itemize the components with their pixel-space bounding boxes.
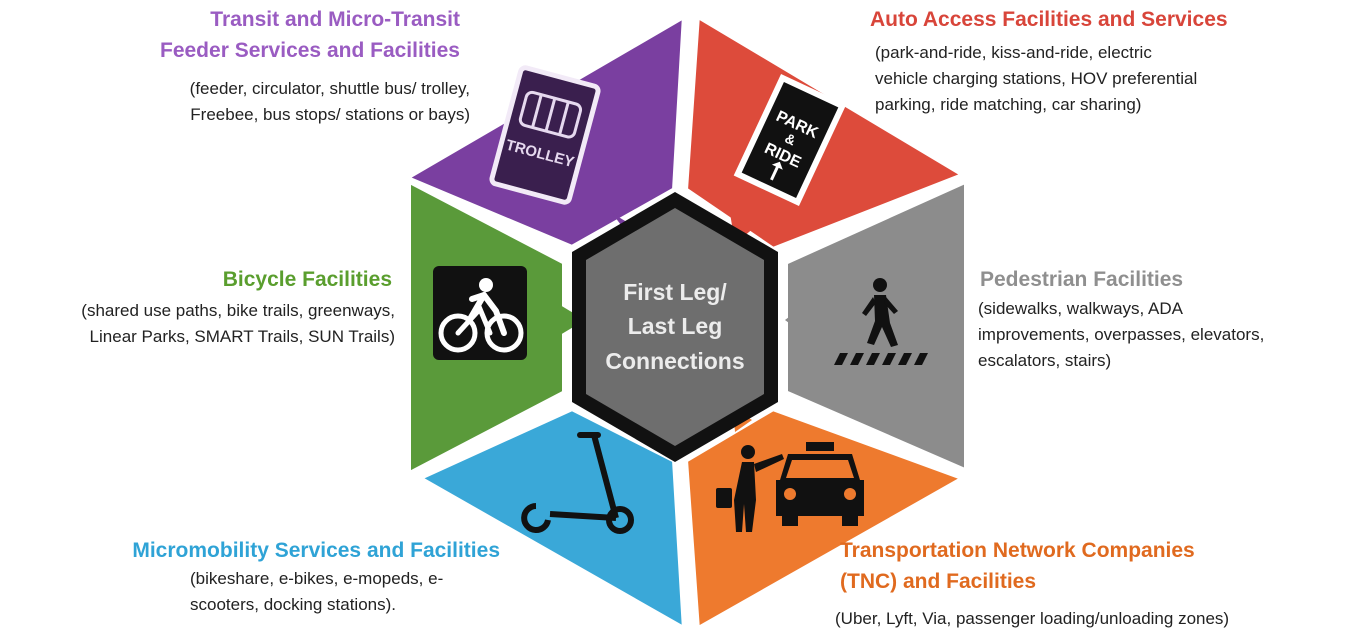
segment-micromobility-shape [415, 405, 688, 633]
transit-title-line-2: Feeder Services and Facilities [160, 39, 460, 62]
bicycle-desc-line-1: (shared use paths, bike trails, greenway… [81, 301, 395, 320]
transit-description: (feeder, circulator, shuttle bus/ trolle… [40, 76, 470, 128]
transit-desc-line-2: Freebee, bus stops/ stations or bays) [190, 105, 470, 124]
hub-hexagon [586, 208, 764, 446]
micromobility-title: Micromobility Services and Facilities [40, 535, 500, 566]
bicycle-icon [433, 266, 527, 360]
tnc-title-line-1: Transportation Network Companies [840, 539, 1195, 562]
pedestrian-crosswalk-icon [834, 278, 928, 365]
auto-desc-line-2: vehicle charging stations, HOV preferent… [875, 69, 1198, 88]
pedestrian-title: Pedestrian Facilities [980, 264, 1320, 295]
trolley-icon: TROLLEY [489, 65, 601, 205]
micromobility-description: (bikeshare, e-bikes, e-mopeds, e- scoote… [190, 566, 510, 618]
auto-desc-line-1: (park-and-ride, kiss-and-ride, electric [875, 43, 1152, 62]
tnc-title: Transportation Network Companies (TNC) a… [840, 535, 1260, 597]
auto-title: Auto Access Facilities and Services [870, 4, 1340, 35]
hub-label-line-2: Last Leg [628, 313, 723, 339]
pedestrian-desc-line-3: escalators, stairs) [978, 351, 1112, 370]
bicycle-title-line-1: Bicycle Facilities [222, 268, 392, 291]
transit-title: Transit and Micro-Transit Feeder Service… [60, 4, 460, 66]
tnc-description: (Uber, Lyft, Via, passenger loading/unlo… [835, 606, 1340, 632]
tnc-title-line-2: (TNC) and Facilities [840, 570, 1037, 593]
segment-tnc-shape [682, 405, 968, 633]
hub-label-line-1: First Leg/ [623, 279, 727, 305]
segment-pedestrian-pointer [785, 305, 805, 335]
park-and-ride-sign-icon: PARK & RIDE [733, 74, 847, 206]
bicycle-desc-line-2: Linear Parks, SMART Trails, SUN Trails) [89, 327, 395, 346]
pedestrian-title-line-1: Pedestrian Facilities [980, 268, 1184, 291]
bicycle-description: (shared use paths, bike trails, greenway… [0, 298, 395, 350]
transit-desc-line-1: (feeder, circulator, shuttle bus/ trolle… [189, 79, 470, 98]
pedestrian-desc-line-1: (sidewalks, walkways, ADA [978, 299, 1184, 318]
micromobility-title-line-1: Micromobility Services and Facilities [132, 539, 500, 562]
scooter-icon [521, 432, 634, 534]
hub-label-line-3: Connections [605, 348, 744, 374]
micromobility-desc-line-1: (bikeshare, e-bikes, e-mopeds, e- [190, 569, 444, 588]
auto-title-line-1: Auto Access Facilities and Services [870, 8, 1228, 31]
bicycle-title: Bicycle Facilities [80, 264, 392, 295]
auto-description: (park-and-ride, kiss-and-ride, electric … [875, 40, 1335, 118]
auto-desc-line-3: parking, ride matching, car sharing) [875, 95, 1142, 114]
transit-title-line-1: Transit and Micro-Transit [210, 8, 460, 31]
taxi-passenger-icon [716, 442, 864, 532]
pedestrian-desc-line-2: improvements, overpasses, elevators, [978, 325, 1265, 344]
pedestrian-description: (sidewalks, walkways, ADA improvements, … [978, 296, 1338, 374]
micromobility-desc-line-2: scooters, docking stations). [190, 595, 396, 614]
tnc-desc-line-1: (Uber, Lyft, Via, passenger loading/unlo… [835, 609, 1230, 628]
